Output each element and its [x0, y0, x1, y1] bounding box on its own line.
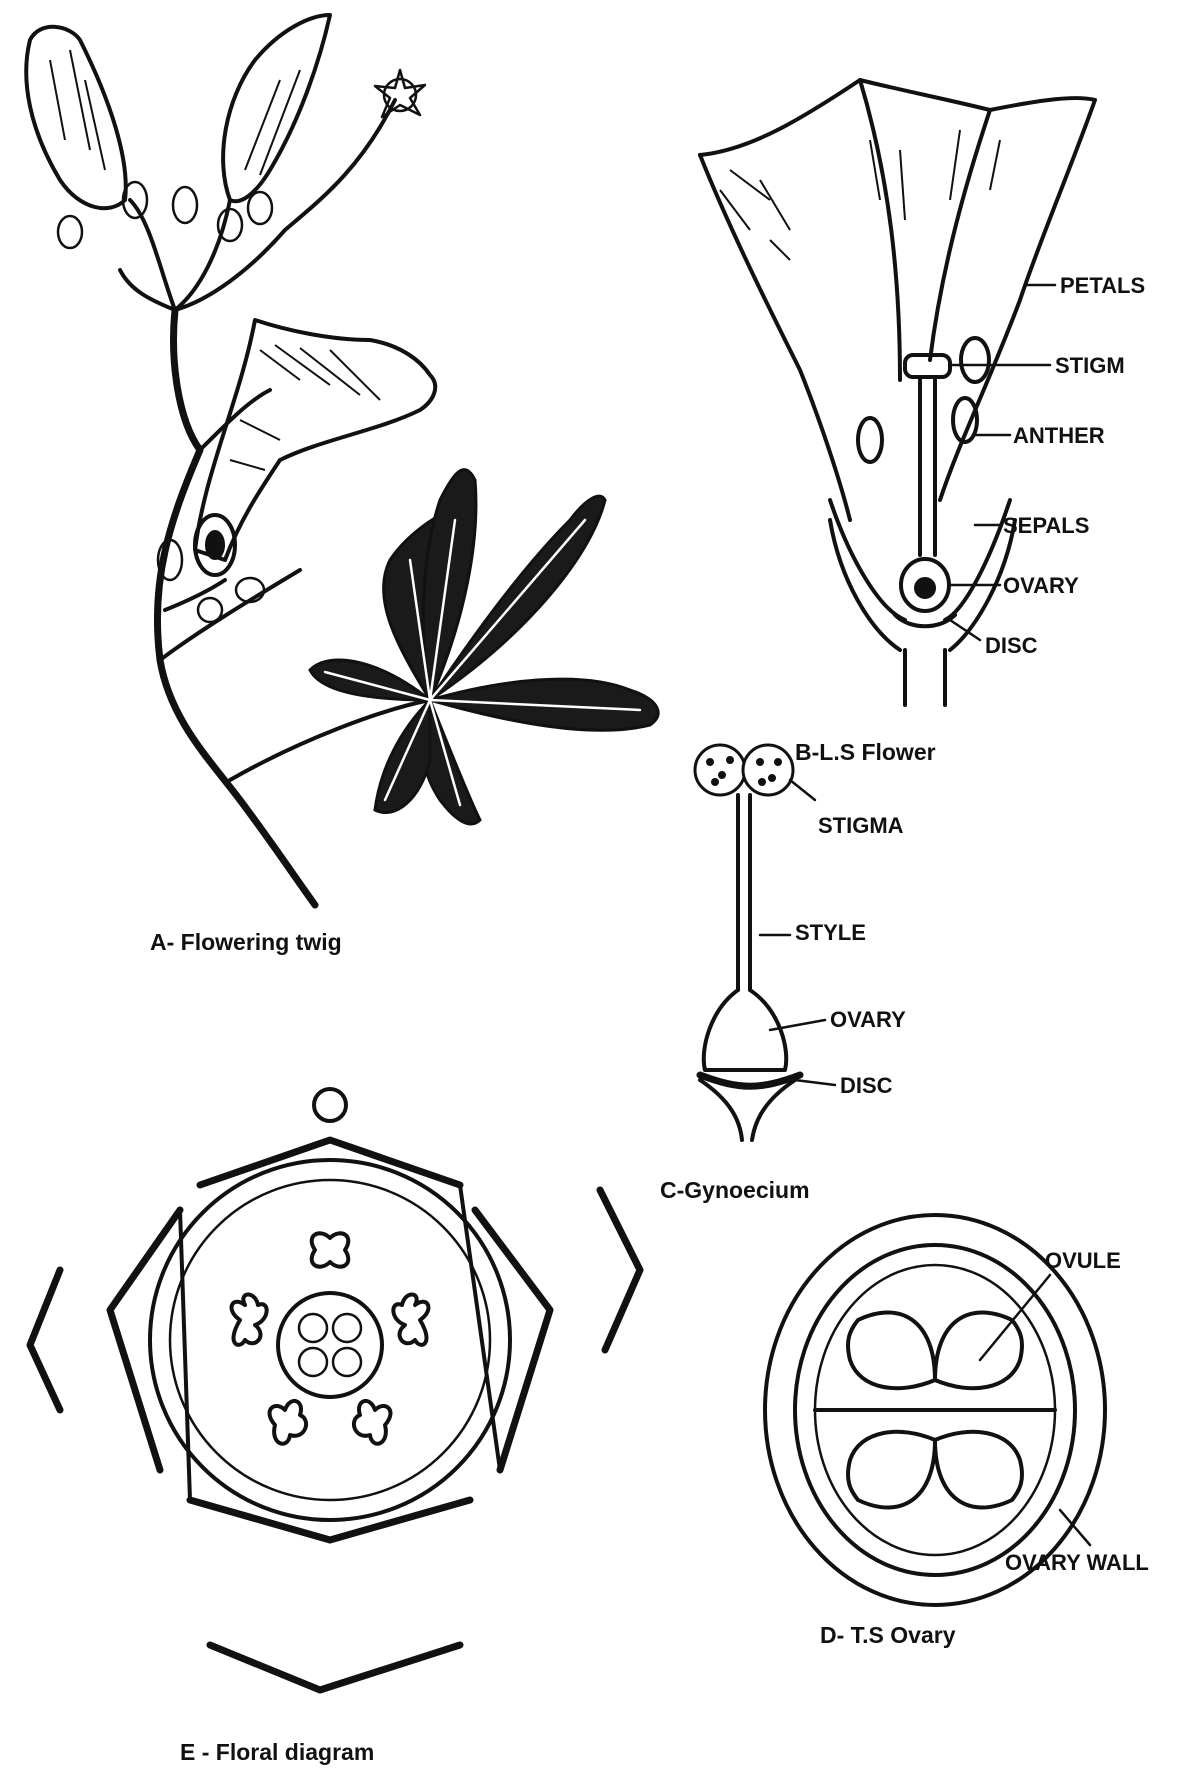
- floral-ovule: [299, 1314, 327, 1342]
- figure-e-caption: E - Floral diagram: [180, 1739, 374, 1765]
- floral-corolla-inner: [170, 1180, 490, 1500]
- floral-stamen: [312, 1233, 349, 1266]
- gynoecium-stigma-lobe: [695, 745, 745, 795]
- label-anther: ANTHER: [1013, 423, 1105, 448]
- ts-ovary-drawing: OVULE OVARY WALL D- T.S Ovary: [765, 1215, 1149, 1648]
- ovary-ovule: [935, 1432, 1022, 1508]
- floral-bracteole-left: [30, 1270, 60, 1410]
- flower-disc: [895, 615, 955, 626]
- gynoecium-drawing: STIGMA STYLE OVARY DISC C-Gynoecium: [660, 745, 906, 1203]
- label-ovary-wall: OVARY WALL: [1005, 1550, 1149, 1575]
- twig-palmate-leaf: [310, 470, 658, 824]
- label-ovary: OVARY: [1003, 573, 1079, 598]
- floral-mother-axis: [314, 1089, 346, 1121]
- floral-ovule: [333, 1314, 361, 1342]
- label-gyn-stigma: STIGMA: [818, 813, 904, 838]
- flower-style: [920, 377, 935, 555]
- petal-fold: [860, 80, 990, 380]
- leader-gyn-disc: [795, 1080, 835, 1085]
- floral-calyx: [110, 1140, 550, 1540]
- floral-ovary-outline: [278, 1293, 382, 1397]
- petal-shading: [720, 130, 1000, 260]
- leader-ovary-wall: [1060, 1510, 1090, 1545]
- floral-stamen: [354, 1401, 391, 1444]
- label-sepals: SEPALS: [1003, 513, 1089, 538]
- twig-flower-bud-large: [26, 27, 126, 208]
- figure-d-caption: D- T.S Ovary: [820, 1622, 956, 1648]
- floral-ovule: [299, 1348, 327, 1376]
- ovary-ovule: [848, 1432, 935, 1508]
- floral-diagram-drawing: E - Floral diagram: [30, 1089, 640, 1765]
- label-ovule: OVULE: [1045, 1248, 1121, 1273]
- floral-stamen: [270, 1401, 307, 1444]
- twig-flower-star: [375, 70, 425, 117]
- flower-stigma: [905, 355, 950, 377]
- gynoecium-disc: [700, 1075, 800, 1086]
- flower-anther: [961, 338, 989, 382]
- floral-stamen: [393, 1294, 428, 1344]
- twig-branch: [165, 580, 225, 610]
- label-disc: DISC: [985, 633, 1038, 658]
- petal-outline: [700, 155, 850, 520]
- floral-bract: [210, 1645, 460, 1690]
- ovary-ovule: [848, 1313, 935, 1389]
- flower-pedicel: [905, 650, 945, 705]
- flower-anther: [858, 418, 882, 462]
- twig-open-flower: [195, 320, 435, 575]
- twig-flower-bud-large: [223, 15, 330, 201]
- figure-c-caption: C-Gynoecium: [660, 1177, 810, 1203]
- floral-bracteole-right: [600, 1190, 640, 1350]
- label-petals: PETALS: [1060, 273, 1145, 298]
- floral-stamen: [232, 1294, 267, 1344]
- leader-gyn-stigma: [790, 780, 815, 800]
- label-gyn-disc: DISC: [840, 1073, 893, 1098]
- leader-ovule: [980, 1275, 1050, 1360]
- label-gyn-style: STYLE: [795, 920, 866, 945]
- flowering-twig-drawing: A- Flowering twig: [26, 15, 658, 955]
- twig-top-branches: [120, 100, 395, 310]
- flower-ovule: [915, 578, 935, 598]
- twig-branch: [160, 570, 300, 660]
- label-gyn-ovary: OVARY: [830, 1007, 906, 1032]
- gynoecium-stigma-lobe: [743, 745, 793, 795]
- gynoecium-style: [738, 795, 750, 990]
- floral-corolla-outer: [150, 1160, 510, 1520]
- floral-ovule: [333, 1348, 361, 1376]
- figure-b-caption: B-L.S Flower: [795, 739, 936, 765]
- label-stigma: STIGM: [1055, 353, 1125, 378]
- figure-a-caption: A- Flowering twig: [150, 929, 342, 955]
- ls-flower-drawing: PETALS STIGM ANTHER SEPALS OVARY DISC B-…: [700, 80, 1145, 765]
